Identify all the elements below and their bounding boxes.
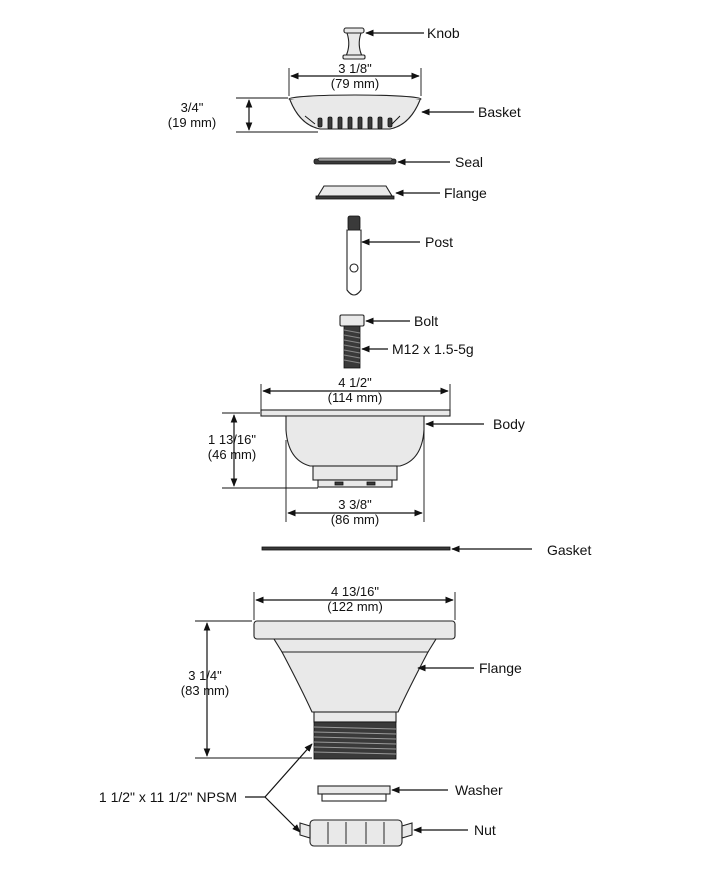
- body-dim-height: [222, 412, 318, 489]
- bolt-label: Bolt: [414, 313, 438, 329]
- gasket-label: Gasket: [547, 542, 591, 558]
- basket-label: Basket: [478, 104, 521, 120]
- body-height-mm: (46 mm): [208, 447, 256, 462]
- thread-spec-label: M12 x 1.5-5g: [392, 341, 474, 357]
- body-width-mm: (114 mm): [328, 390, 383, 405]
- basket-dim-height: [236, 97, 318, 133]
- flange-height-mm: (83 mm): [181, 683, 229, 698]
- flange-bottom-dim-height: [195, 620, 312, 759]
- flange-top-label: Flange: [444, 185, 487, 201]
- gasket-part: [261, 546, 451, 551]
- flange-height-in: 3 1/4": [188, 668, 222, 683]
- body-height-in: 1 13/16": [208, 432, 256, 447]
- body-dim-inner-width: [285, 430, 425, 522]
- flange-width-mm: (122 mm): [327, 599, 383, 614]
- body-inner-width-in: 3 3/8": [338, 497, 372, 512]
- body-label: Body: [493, 416, 525, 432]
- basket-width-mm: (79 mm): [331, 76, 379, 91]
- basket-width-in: 3 1/8": [338, 61, 372, 76]
- washer-label: Washer: [455, 782, 503, 798]
- body-width-in: 4 1/2": [338, 375, 372, 390]
- flange-bottom-dim-width: [253, 592, 456, 620]
- flange-top-part: [315, 185, 395, 200]
- bolt-part: [339, 314, 365, 369]
- knob-label: Knob: [427, 25, 460, 41]
- flange-width-in: 4 13/16": [331, 584, 379, 599]
- body-dim-width: [260, 384, 451, 410]
- basket-part: [288, 94, 422, 130]
- npsm-leaders: [245, 743, 313, 833]
- post-part: [346, 215, 362, 296]
- basket-dim-width: [288, 68, 422, 96]
- nut-part: [299, 819, 413, 847]
- body-part: [260, 409, 451, 488]
- basket-height-in: 3/4": [181, 100, 204, 115]
- knob-part: [342, 27, 366, 60]
- npsm-label: 1 1/2" x 11 1/2" NPSM: [99, 789, 237, 805]
- seal-label: Seal: [455, 154, 483, 170]
- flange-bottom-part: [253, 620, 456, 760]
- nut-label: Nut: [474, 822, 496, 838]
- body-inner-width-mm: (86 mm): [331, 512, 379, 527]
- washer-part: [317, 785, 391, 802]
- basket-height-mm: (19 mm): [168, 115, 216, 130]
- seal-part: [313, 157, 397, 165]
- post-label: Post: [425, 234, 453, 250]
- flange-bottom-label: Flange: [479, 660, 522, 676]
